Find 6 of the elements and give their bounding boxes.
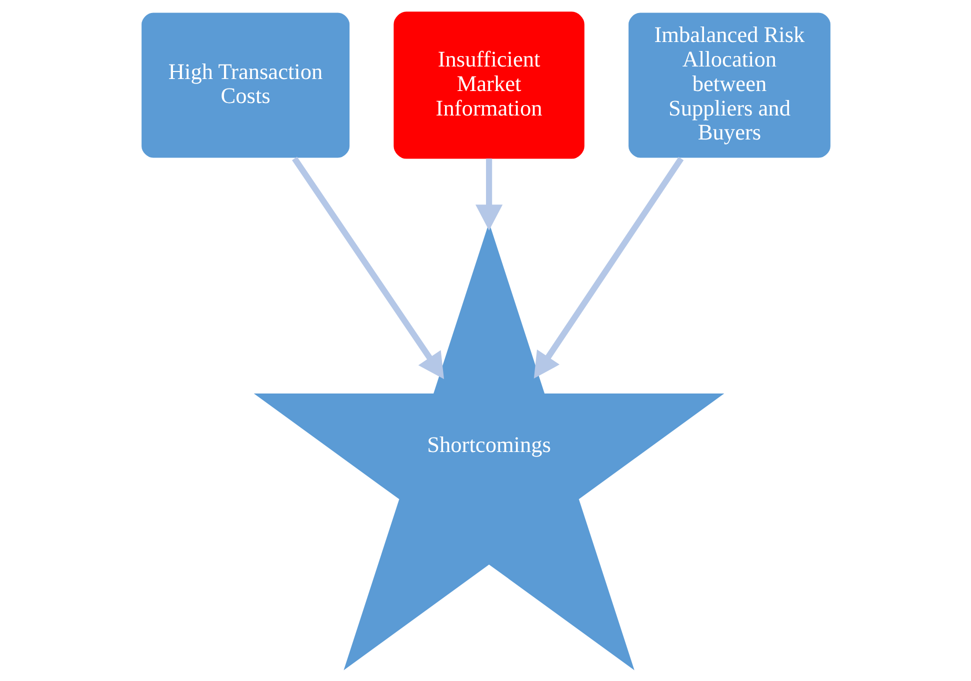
node-box: Insufficient Market Information [393,12,584,159]
node-box: Imbalanced Risk Allocation between Suppliers and Buyers [627,12,831,159]
node-box: High Transaction Costs [140,12,350,159]
arrow [533,156,684,378]
arrow [474,158,502,230]
arrow [292,156,444,380]
